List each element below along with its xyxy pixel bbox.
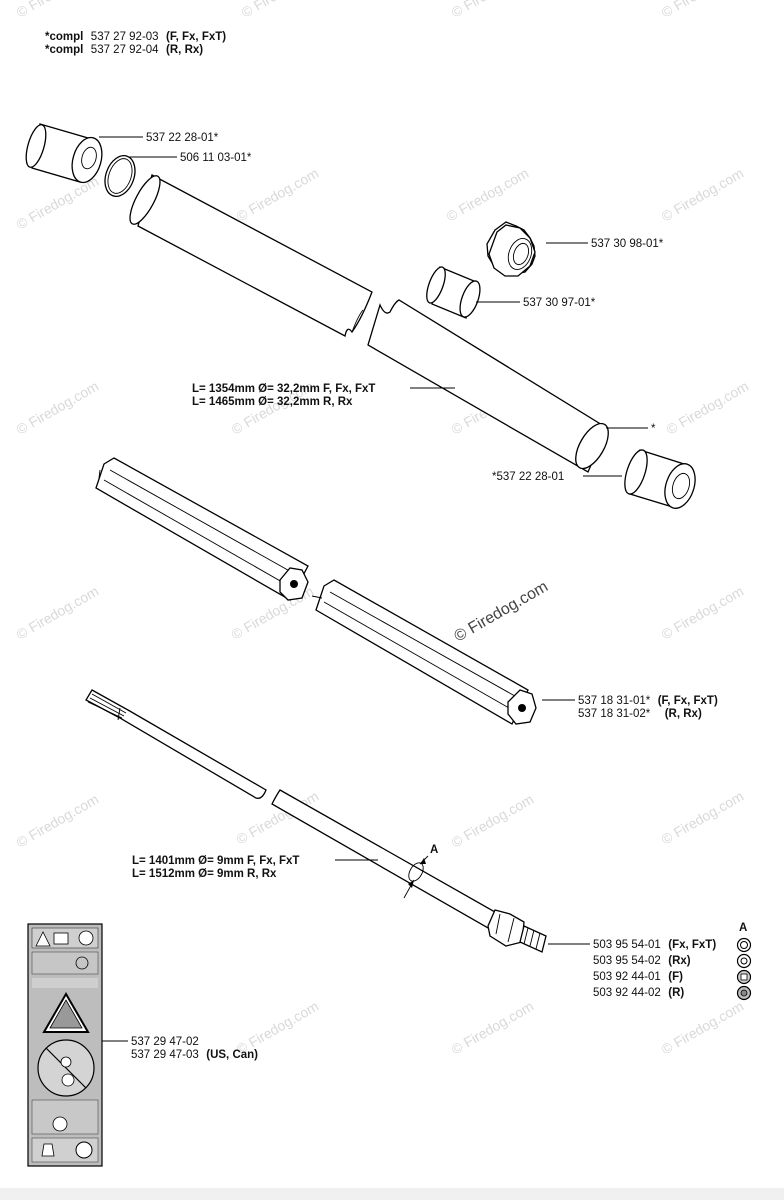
nut-part <box>486 221 588 277</box>
watermark: © Firedog.com <box>14 791 102 851</box>
watermark-center: © Firedog.com <box>452 578 552 645</box>
cap-bottom-part <box>583 449 696 509</box>
profile-symbol-round-small-icon <box>736 953 752 969</box>
warning-triangle-small-icon <box>35 931 51 947</box>
shaft-variant-3: 503 92 44-01 (F) <box>593 967 683 984</box>
shaft-variant-1: 503 95 54-01 (Fx, FxT) <box>593 935 716 952</box>
label-oring: 506 11 03-01* <box>180 152 252 164</box>
warning-decal <box>27 923 128 1167</box>
shaft-variant-list: 503 95 54-01 (Fx, FxT) 503 95 54-02 (Rx)… <box>593 935 752 1001</box>
watermark: © Firedog.com <box>449 791 537 851</box>
label-nut: 537 30 98-01* <box>591 238 664 250</box>
ce-mark-icon <box>75 956 89 970</box>
watermark: © Firedog.com <box>449 998 537 1058</box>
helmet-icon <box>78 930 94 946</box>
tube-lower-part <box>367 299 648 473</box>
drive-shaft-upper-part <box>85 689 267 799</box>
label-decal-2: 537 29 47-03 (US, Can) <box>131 1045 258 1062</box>
label-cap-top: 537 22 28-01* <box>146 132 219 144</box>
label-tube-length-1: L= 1354mm Ø= 32,2mm F, Fx, FxT <box>192 383 375 395</box>
watermark: © Firedog <box>14 0 75 21</box>
header-line-2: *compl 537 27 92-04 (R, Rx) <box>45 40 203 57</box>
profile-symbol-square-icon <box>736 969 752 985</box>
label-shaft-length-2: L= 1512mm Ø= 9mm R, Rx <box>132 868 277 880</box>
watermark: © Firedog.com <box>659 165 747 225</box>
watermark: © Firedog.com <box>239 0 327 21</box>
label-shaft-length-1: L= 1401mm Ø= 9mm F, Fx, FxT <box>132 855 299 867</box>
watermark: © Firedog.com <box>659 583 747 643</box>
watermark: © Firedog.com <box>659 0 747 21</box>
header: *compl 537 27 92-03 (F, Fx, FxT) *compl … <box>45 27 226 57</box>
watermark: © Firedog.com <box>444 165 532 225</box>
oring-part <box>104 155 177 197</box>
fuel-icon <box>75 1141 93 1159</box>
liner-upper-part <box>95 457 309 601</box>
watermark: © Firedog.com <box>664 378 752 438</box>
distance-number-icon <box>52 1116 68 1132</box>
label-tube-length-2: L= 1465mm Ø= 32,2mm R, Rx <box>192 396 353 408</box>
label-section-mark: A <box>430 844 438 856</box>
liner-gap <box>311 595 323 599</box>
tube-upper-part <box>129 174 373 337</box>
watermark: © Firedog.com <box>14 583 102 643</box>
page-footer-bar <box>0 1188 784 1200</box>
label-liner-2: 537 18 31-02* (R, Rx) <box>578 704 702 721</box>
label-liner-1: 537 18 31-01* (F, Fx, FxT) <box>578 691 718 708</box>
sleeve-part <box>426 266 520 319</box>
watermark: © Firedog.com <box>14 378 102 438</box>
shaft-variant-2: 503 95 54-02 (Rx) <box>593 951 691 968</box>
glove-icon <box>41 1143 55 1157</box>
manual-icon <box>53 932 69 945</box>
label-decal-1: 537 29 47-02 <box>131 1036 199 1048</box>
section-mark: A <box>403 844 438 899</box>
liner-lower-part <box>315 579 575 725</box>
label-tube-end-mark: * <box>651 423 656 435</box>
shaft-variant-4: 503 92 44-02 (R) <box>593 983 684 1000</box>
watermark: © Firedog.com <box>234 165 322 225</box>
watermark: © Firedog.com <box>659 788 747 848</box>
header-line-1: *compl 537 27 92-03 (F, Fx, FxT) <box>45 27 226 44</box>
label-cap-bottom: *537 22 28-01 <box>492 471 564 483</box>
watermark: © Firedog.com <box>659 998 747 1058</box>
profile-symbol-round-icon <box>736 937 752 953</box>
label-column-header: A <box>739 922 747 934</box>
cap-top-part <box>25 123 143 184</box>
label-sleeve: 537 30 97-01* <box>523 297 596 309</box>
watermark: © Firedog.com <box>449 0 537 21</box>
profile-symbol-splined-icon <box>736 985 752 1001</box>
drive-shaft-lower-part <box>271 789 590 953</box>
